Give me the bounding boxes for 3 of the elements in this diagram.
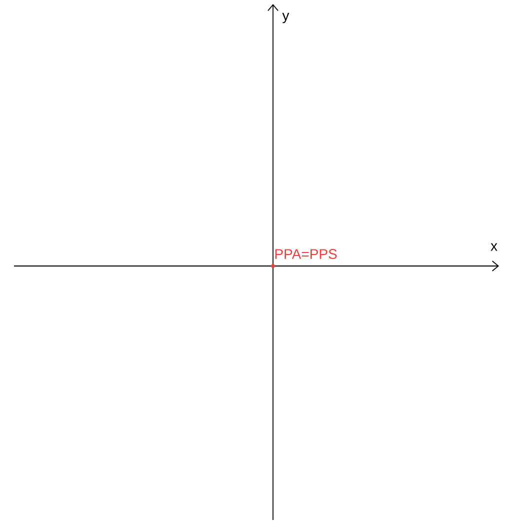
- axis-label: x: [490, 243, 498, 251]
- axis-label: y: [282, 12, 290, 24]
- point-label: PPA=PPS: [275, 249, 337, 259]
